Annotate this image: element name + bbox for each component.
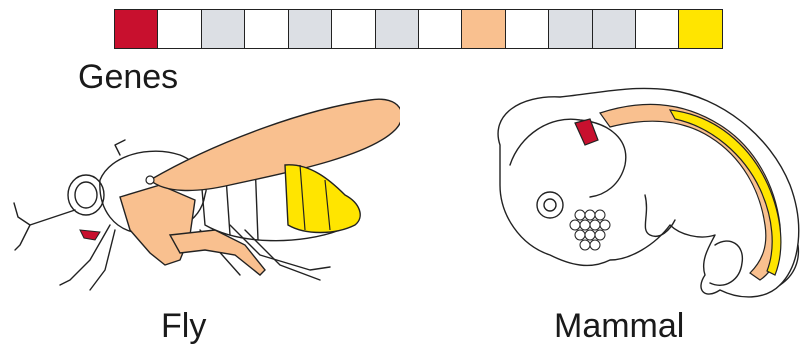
gene-box-6: [332, 10, 375, 48]
mammal-embryo-illustration: [480, 85, 809, 310]
gene-box-5: [289, 10, 332, 48]
mammal-cell-cluster: [570, 210, 610, 250]
fly-yellow-abdomen: [285, 165, 360, 233]
gene-box-7: [376, 10, 419, 48]
gene-box-12: [593, 10, 636, 48]
fly-wing: [150, 99, 400, 190]
gene-box-9: [462, 10, 505, 48]
gene-box-11: [549, 10, 592, 48]
gene-cluster-bar: [114, 9, 723, 49]
mammal-label: Mammal: [554, 309, 684, 343]
mammal-forelimb: [645, 195, 675, 236]
fly-label: Fly: [161, 309, 206, 343]
fly-leg-front: [15, 210, 75, 250]
gene-box-10: [506, 10, 549, 48]
fly-illustration: [0, 85, 400, 305]
mammal-hindlimb: [710, 241, 742, 285]
gene-box-3: [202, 10, 245, 48]
gene-box-4: [245, 10, 288, 48]
gene-box-13: [636, 10, 679, 48]
gene-box-1: [115, 10, 158, 48]
mammal-eye: [537, 192, 563, 218]
gene-box-8: [419, 10, 462, 48]
fly-eye: [68, 175, 104, 215]
gene-box-2: [158, 10, 201, 48]
fly-red-mouth: [80, 230, 100, 240]
gene-box-14: [679, 10, 721, 48]
